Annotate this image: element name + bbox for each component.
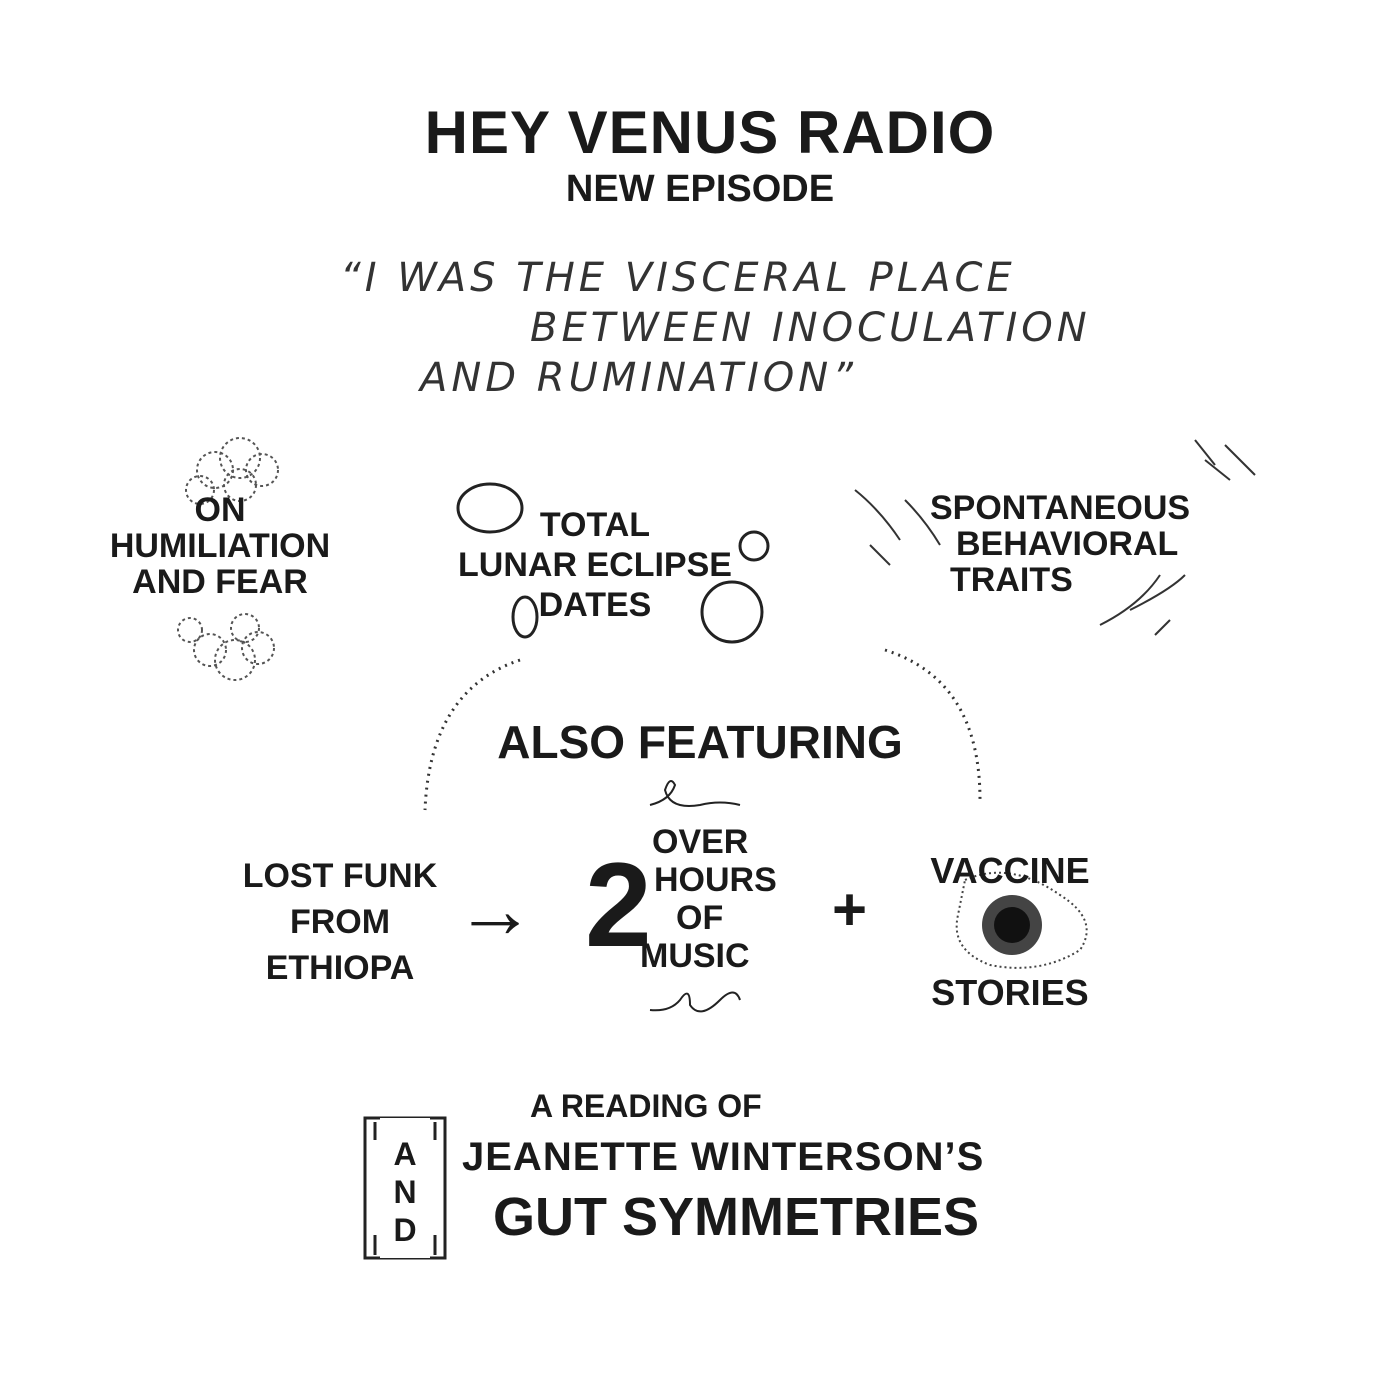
subtitle: NEW EPISODE <box>565 168 835 210</box>
dotted-arc <box>423 648 982 811</box>
topic-line: AND FEAR <box>132 563 308 601</box>
topic-line: BEHAVIORAL <box>956 525 1179 563</box>
topic-line: DATES <box>538 586 652 624</box>
feature-line: HOURS <box>654 861 777 899</box>
and-label: A N D <box>383 1135 427 1249</box>
quote-line-1: “I WAS THE VISCERAL PLACE <box>340 255 1016 301</box>
topic-traits: SPONTANEOUS BEHAVIORAL TRAITS <box>930 490 1230 598</box>
and-letter: D <box>393 1212 417 1248</box>
swirl-ornament <box>649 780 741 1013</box>
motion-lines-icon <box>854 439 1256 636</box>
author-name: JEANETTE WINTERSON’S <box>462 1135 985 1179</box>
quote-line-2: BETWEEN INOCULATION <box>530 305 1091 351</box>
cloud-icon <box>177 613 275 681</box>
topic-line: SPONTANEOUS <box>930 489 1191 527</box>
moon-icon <box>456 482 770 644</box>
feature-line: LOST FUNK <box>242 857 438 895</box>
feature-line: ETHIOPA <box>265 949 415 987</box>
topic-line: LUNAR ECLIPSE <box>458 546 732 584</box>
and-letter: A <box>393 1136 417 1172</box>
topic-line: TRAITS <box>950 561 1073 599</box>
feature-line: MUSIC <box>640 937 750 975</box>
quote-line-3: AND RUMINATION” <box>420 355 857 401</box>
topic-eclipse: TOTAL LUNAR ECLIPSE DATES <box>440 505 750 625</box>
feature-line: OF <box>676 899 724 937</box>
feature-line: OVER <box>652 823 749 861</box>
book-title: GUT SYMMETRIES <box>493 1187 980 1247</box>
arrow-icon: → <box>455 865 535 954</box>
topic-line: TOTAL <box>539 506 651 544</box>
topic-line: HUMILIATION <box>109 527 331 565</box>
also-featuring-heading: ALSO FEATURING <box>497 716 903 768</box>
music-text: OVER HOURS OF MUSIC <box>640 823 790 975</box>
plus-icon: + <box>832 876 868 943</box>
cloud-icon <box>185 437 279 505</box>
feature-line: FROM <box>289 903 391 941</box>
stories-label: STORIES <box>931 972 1089 1013</box>
lost-funk: LOST FUNK FROM ETHIOPA <box>225 853 455 991</box>
topic-humiliation: ON HUMILIATION AND FEAR <box>90 492 350 600</box>
cell-icon <box>955 871 1088 969</box>
vaccine-label: VACCINE <box>930 850 1090 891</box>
hours-number: 2 <box>585 838 652 972</box>
topic-line: ON <box>194 491 246 529</box>
reading-intro: A READING OF <box>530 1088 762 1124</box>
page-title: HEY VENUS RADIO <box>424 99 996 166</box>
and-letter: N <box>393 1174 417 1210</box>
